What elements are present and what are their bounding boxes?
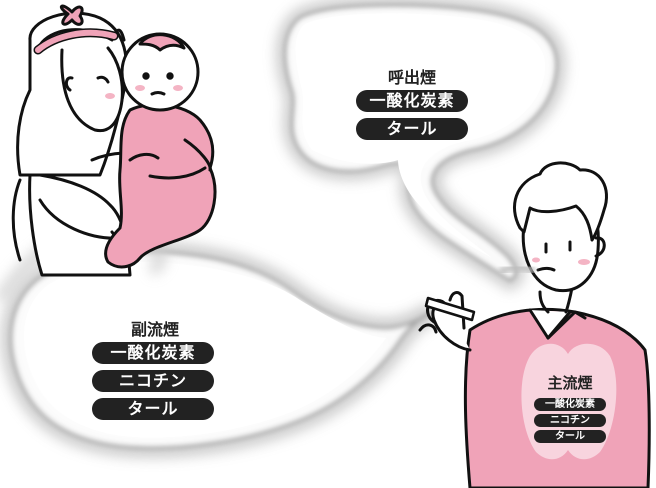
sidestream-item-nicotine: ニコチン bbox=[92, 370, 214, 392]
mother-figure bbox=[11, 4, 162, 277]
exhaled-smoke-title: 呼出煙 bbox=[387, 68, 436, 87]
cigarette-icon bbox=[424, 296, 476, 322]
mainstream-item-carbon-monoxide: 一酸化炭素 bbox=[534, 398, 606, 411]
sidestream-item-carbon-monoxide: 一酸化炭素 bbox=[92, 342, 214, 364]
baby-figure bbox=[104, 32, 217, 269]
sidestream-smoke-title: 副流煙 bbox=[130, 320, 179, 339]
sidestream-item-tar: タール bbox=[92, 398, 214, 420]
exhaled-item-tar: タール bbox=[356, 118, 468, 140]
mouth-smoke bbox=[498, 263, 537, 276]
exhaled-item-carbon-monoxide: 一酸化炭素 bbox=[356, 90, 468, 112]
mainstream-item-tar: タール bbox=[534, 430, 606, 443]
mainstream-smoke-title: 主流煙 bbox=[547, 374, 593, 392]
exhaled-smoke-cloud bbox=[275, 0, 567, 292]
mainstream-item-nicotine: ニコチン bbox=[534, 414, 606, 427]
